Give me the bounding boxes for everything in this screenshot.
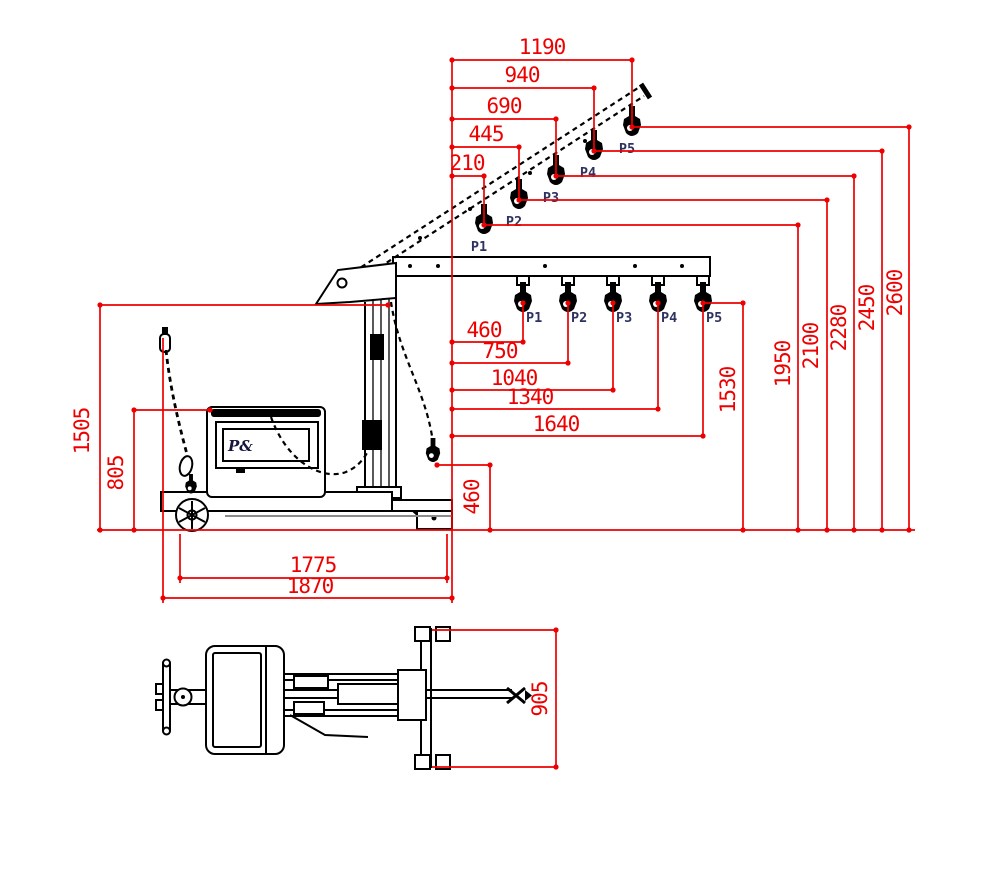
- horizontal-boom: [392, 256, 711, 286]
- hook-label: P3: [616, 310, 632, 326]
- hook-label: P4: [580, 165, 596, 181]
- dim-460-front: 460: [460, 479, 484, 514]
- mast: [356, 298, 402, 499]
- plan-boom: [284, 669, 512, 738]
- hook-label: P3: [543, 190, 559, 206]
- upper-boom-hooks: P1 P2 P3 P4 P5: [471, 106, 641, 255]
- plan-width-dimension: 905: [432, 629, 557, 768]
- dim-1870: 1870: [287, 574, 334, 598]
- load-chain: [389, 301, 441, 462]
- lower-boom-hooks: P1 P2 P3 P4 P5: [514, 282, 722, 326]
- hook-label: P1: [526, 310, 542, 326]
- dim-1505: 1505: [70, 408, 94, 455]
- brand-logo: P&: [227, 437, 253, 455]
- plan-hook-tip: [506, 686, 532, 705]
- dim-1530: 1530: [716, 366, 740, 413]
- crane-plan-view: 905: [155, 626, 557, 770]
- hook-label: P1: [471, 239, 487, 255]
- mast-head-bracket: [314, 261, 397, 306]
- dim-1775: 1775: [290, 553, 337, 577]
- plan-body: [205, 645, 285, 755]
- plan-steering: [155, 658, 207, 736]
- hook-label: P5: [706, 310, 722, 326]
- rear-hook: [185, 474, 197, 494]
- dim-2600: 2600: [883, 269, 907, 316]
- dim-2280: 2280: [827, 304, 851, 351]
- dim-445: 445: [469, 122, 504, 146]
- dim-1340: 1340: [507, 385, 554, 409]
- dimension-arrow-dots: [97, 57, 912, 770]
- dim-1640: 1640: [533, 412, 580, 436]
- hook-label: P2: [506, 214, 522, 230]
- crane-side-view: P& P1 P2 P3 P4 P5 P1 P2 P3: [159, 82, 722, 532]
- dim-1040: 1040: [491, 366, 538, 390]
- dimension-texts: 1190 940 690 445 210 460 750 1040 1340 1…: [70, 35, 907, 598]
- dim-460: 460: [467, 318, 502, 342]
- dim-210: 210: [450, 151, 485, 175]
- rear-wheel: [175, 498, 209, 532]
- dim-805: 805: [104, 456, 128, 491]
- dim-1950: 1950: [771, 340, 795, 387]
- dim-690: 690: [487, 94, 522, 118]
- hook-label: P5: [619, 141, 635, 157]
- dim-940: 940: [505, 63, 540, 87]
- dim-1190: 1190: [519, 35, 566, 59]
- low-hook: [425, 438, 441, 462]
- machine-body: P&: [206, 406, 326, 498]
- dimension-lines: 1190 940 690 445 210 460 750 1040 1340 1…: [70, 35, 915, 770]
- dim-905: 905: [528, 682, 552, 717]
- dim-2450: 2450: [855, 284, 879, 331]
- dim-750: 750: [483, 339, 518, 363]
- hook-label: P2: [571, 310, 587, 326]
- hook-label: P4: [661, 310, 677, 326]
- dim-2100: 2100: [799, 322, 823, 369]
